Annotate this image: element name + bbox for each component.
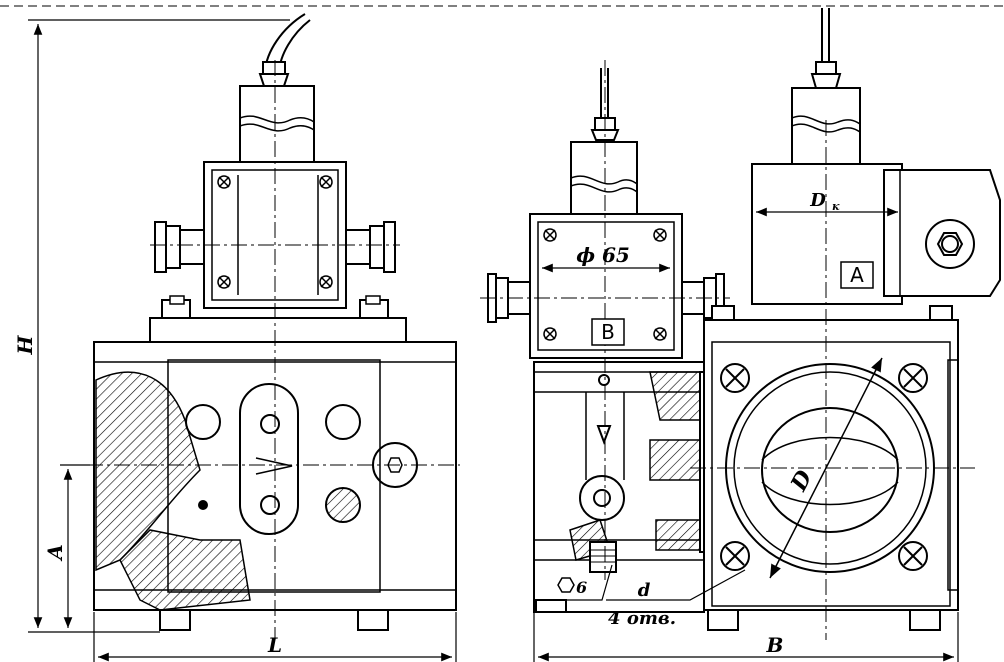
label-box-a: A	[840, 261, 874, 289]
front-view	[93, 13, 457, 631]
flange-bolt-holes	[720, 363, 928, 571]
flange-view	[703, 8, 1001, 631]
dimension-lines	[28, 19, 959, 662]
flange-centerlines	[690, 120, 975, 640]
label-a: A	[850, 263, 864, 287]
label-b: B	[601, 320, 615, 344]
side-box-screws	[543, 228, 667, 341]
dim-h: H	[13, 334, 37, 355]
side-centerlines	[480, 60, 730, 580]
dim-d-hole: d	[638, 580, 651, 601]
dim-dk-sub: к	[832, 200, 840, 213]
hex-size-symbol: 6	[557, 577, 587, 597]
label-box-b: B	[591, 318, 625, 346]
dim-hex-size: 6	[576, 578, 587, 597]
dim-phi65: ϕ 65	[576, 243, 630, 267]
dim-hole-count: 4 отв.	[608, 608, 676, 629]
dim-a: A	[43, 544, 67, 562]
dim-l: L	[267, 633, 282, 657]
dim-b: B	[766, 633, 784, 657]
front-centerlines	[60, 60, 460, 640]
front-box-screws	[217, 175, 333, 289]
dim-dk: D	[809, 190, 826, 211]
